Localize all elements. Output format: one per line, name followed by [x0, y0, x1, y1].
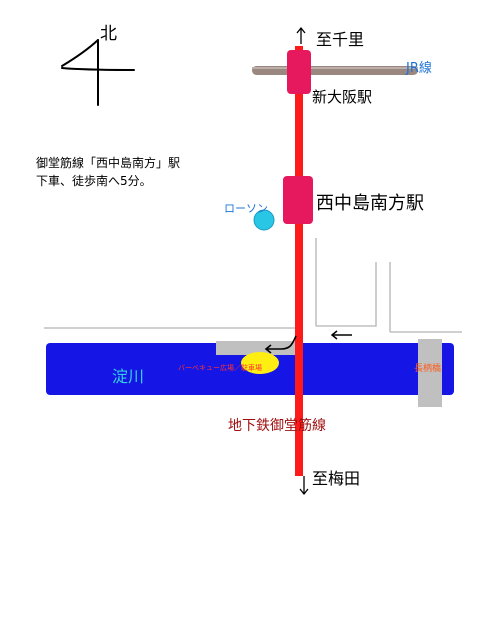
shin-osaka-label: 新大阪駅	[312, 88, 373, 106]
directions-note-line1: 御堂筋線「西中島南方」駅	[36, 156, 181, 170]
bbq-area-oval	[241, 352, 279, 374]
nishinakajima-label: 西中島南方駅	[316, 193, 424, 214]
subway-line-label: 地下鉄御堂筋線	[228, 418, 326, 434]
shin-osaka-station-marker	[287, 50, 311, 94]
nishinakajima-station-marker	[283, 176, 313, 224]
jr-line-label: JR線	[406, 61, 432, 76]
curved-arrow-icon	[264, 335, 297, 354]
yodogawa-label: 淀川	[112, 367, 145, 386]
road-right-upper	[316, 262, 377, 327]
arrow-up-icon	[296, 26, 306, 44]
to-senri-label: 至千里	[316, 30, 365, 49]
bbq-area-label: バーベキュー広場／駐車場	[178, 364, 262, 372]
lawson-label: ローソン	[224, 202, 268, 215]
jr-line	[252, 66, 418, 75]
lawson-marker	[253, 209, 275, 231]
bridge-label: 長柄橋	[414, 364, 442, 374]
subway-midosuji-line	[295, 46, 303, 476]
roads	[44, 238, 462, 336]
arrow-left-icon	[330, 330, 352, 340]
arrow-down-icon	[299, 476, 309, 496]
directions-note-line2: 下車、徒歩南へ5分。	[36, 174, 152, 188]
bbq-lot	[216, 341, 296, 355]
nagara-bridge	[418, 339, 442, 407]
north-label: 北	[100, 24, 117, 44]
north-arrow-icon	[61, 39, 135, 106]
to-umeda-label: 至梅田	[312, 469, 361, 488]
